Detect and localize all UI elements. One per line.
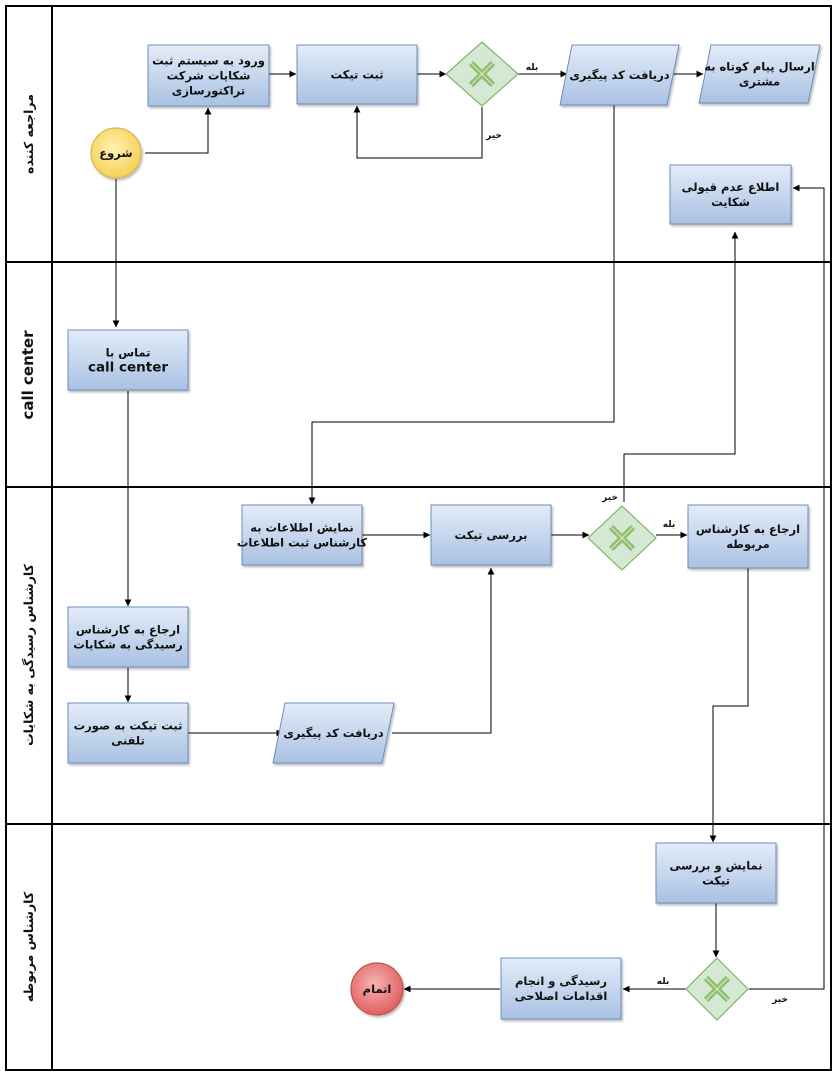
task-box bbox=[669, 164, 792, 225]
task-label-line: اقدامات اصلاحی bbox=[515, 989, 608, 1003]
lane-title-applicant: مراجعه کننده bbox=[21, 94, 36, 174]
task-box bbox=[67, 606, 189, 668]
task-label-line: بررسی تیکت bbox=[455, 528, 528, 542]
label-no-3: خیر bbox=[771, 995, 788, 1005]
label-no-2: خیر bbox=[601, 493, 618, 503]
edge-code-to-review bbox=[392, 567, 495, 734]
task-box bbox=[687, 504, 809, 569]
task-label-line: تیکت bbox=[702, 874, 730, 888]
task-label-line: اطلاع عدم قبولی bbox=[682, 180, 780, 195]
task-label-line: دریافت کد پیگیری bbox=[569, 68, 669, 82]
lane-title-related-expert: کارشناس مربوطه bbox=[21, 891, 36, 1002]
edge-start-to-login bbox=[145, 107, 212, 154]
task-label-line: مشتری bbox=[739, 75, 780, 89]
task-box bbox=[67, 702, 189, 764]
data-parallelogram bbox=[272, 702, 395, 764]
task-label-line: ارجاع به کارشناس bbox=[76, 623, 180, 637]
label-yes-2: بله bbox=[663, 520, 676, 530]
task-register-ticket: ثبت تیکت bbox=[296, 44, 418, 105]
task-box bbox=[430, 504, 552, 566]
label-yes-1: بله bbox=[526, 63, 539, 73]
task-label-line: شکایات شرکت bbox=[167, 69, 251, 83]
end-event: اتمام bbox=[350, 962, 404, 1016]
gateways bbox=[445, 41, 749, 1021]
data-parallelogram bbox=[559, 44, 680, 106]
start-event-label: شروع bbox=[99, 146, 132, 161]
edge-code-to-show-info bbox=[308, 105, 615, 505]
edge-gateway-no-to-rejection bbox=[623, 231, 739, 502]
task-label-line: call center bbox=[88, 360, 168, 376]
label-no-1: خیر bbox=[485, 131, 502, 141]
task-label-line: رسیدگی و انجام bbox=[515, 974, 607, 989]
task-label-line: تراکتورسازی bbox=[172, 84, 245, 99]
task-label-line: رسیدگی به شکایات bbox=[73, 638, 182, 652]
task-box bbox=[241, 504, 363, 566]
task-label-line: ارسال پیام کوتاه به bbox=[704, 60, 815, 75]
task-review-ticket: بررسی تیکت bbox=[430, 504, 552, 566]
connectors bbox=[112, 70, 825, 993]
gateway-resolution bbox=[685, 957, 749, 1021]
task-label-line: تلفنی bbox=[111, 734, 145, 748]
end-event-label: اتمام bbox=[363, 982, 392, 996]
task-label-line: کارشناس ثبت اطلاعات bbox=[237, 536, 368, 550]
x-mark-icon bbox=[608, 524, 636, 552]
task-label-line: ثبت تیکت bbox=[330, 68, 383, 82]
task-label-line: مربوطه bbox=[726, 537, 770, 552]
label-yes-3: بله bbox=[657, 977, 670, 987]
lane-title-call-center: call center bbox=[19, 330, 37, 420]
gateway-review-result bbox=[587, 505, 657, 571]
start-event-circle bbox=[90, 127, 142, 179]
task-receive-code-top: دریافت کد پیگیری bbox=[559, 44, 680, 106]
data-parallelogram bbox=[698, 44, 821, 104]
task-label-line: ثبت تیکت به صورت bbox=[74, 719, 183, 734]
task-box bbox=[296, 44, 418, 105]
task-box bbox=[147, 44, 270, 107]
task-label-line: شکایت bbox=[711, 195, 750, 209]
task-label-line: نمایش و بررسی bbox=[669, 859, 762, 874]
x-mark-icon bbox=[468, 60, 496, 88]
start-event: شروع bbox=[90, 127, 142, 179]
task-box bbox=[655, 842, 777, 904]
gateway-ticket-valid bbox=[445, 41, 519, 107]
task-label-line: نمایش اطلاعات به bbox=[250, 521, 353, 535]
lane-title-complaints-expert: کارشناس رسیدگی به شکایات bbox=[21, 563, 36, 745]
task-label-line: ارجاع به کارشناس bbox=[696, 522, 800, 536]
task-label-line: دریافت کد پیگیری bbox=[283, 726, 383, 740]
task-label-line: ورود به سیستم ثبت bbox=[152, 54, 265, 69]
edge-labels: بله خیر بله خیر بله خیر bbox=[485, 63, 788, 1005]
edge-refer-to-show-review bbox=[709, 568, 749, 843]
task-box bbox=[67, 329, 189, 391]
edge-gateway-no-to-ticket bbox=[353, 105, 483, 159]
edge-gateway-no-to-rejection-notice bbox=[749, 184, 825, 990]
task-box bbox=[500, 957, 622, 1020]
end-event-circle bbox=[350, 962, 404, 1016]
x-mark-icon bbox=[703, 975, 731, 1003]
task-label-line: تماس با bbox=[106, 346, 151, 360]
task-receive-code-mid: دریافت کد پیگیری bbox=[272, 702, 395, 764]
